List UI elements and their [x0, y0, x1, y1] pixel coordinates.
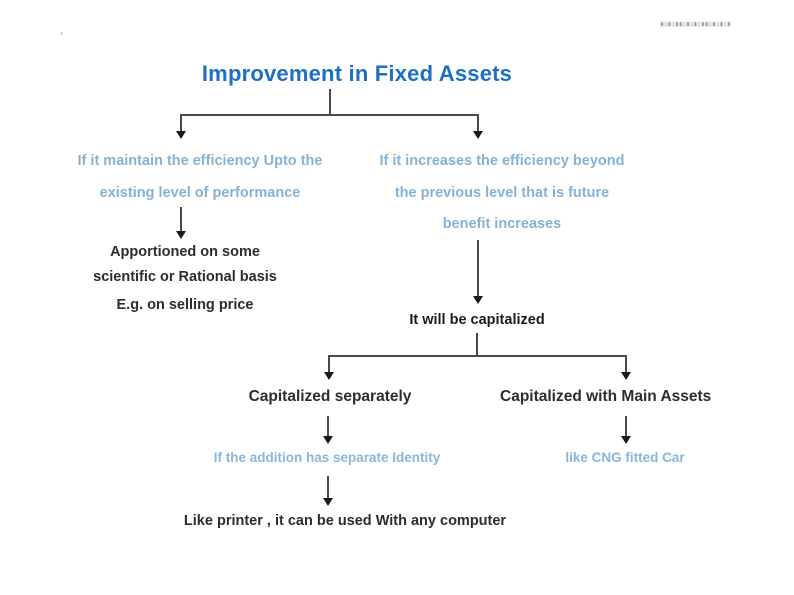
capitalized-outcome: It will be capitalized	[409, 312, 545, 328]
option-right-connector	[625, 416, 627, 438]
corner-dot-decoration	[60, 32, 63, 35]
left-outcome-line-2: scientific or Rational basis	[93, 269, 277, 285]
top-fork-left-arrowhead	[176, 131, 186, 139]
option-right-detail: like CNG fitted Car	[565, 450, 685, 465]
option-right-arrowhead	[621, 436, 631, 444]
top-fork-right-drop	[477, 114, 479, 133]
right-branch-arrowhead	[473, 296, 483, 304]
title-stem-connector	[329, 89, 331, 115]
top-fork-left-drop	[180, 114, 182, 133]
option-left-connector	[327, 416, 329, 438]
option-capitalized-with-main-assets: Capitalized with Main Assets	[500, 388, 712, 405]
example-arrowhead	[323, 498, 333, 506]
top-fork-right-arrowhead	[473, 131, 483, 139]
left-condition-line-1: If it maintain the efficiency Upto the	[77, 153, 323, 169]
option-capitalized-separately: Capitalized separately	[248, 388, 412, 405]
option-left-arrowhead	[323, 436, 333, 444]
capitalized-fork-left-arrowhead	[324, 372, 334, 380]
capitalized-fork-left-drop	[328, 355, 330, 374]
example-connector	[327, 476, 329, 500]
left-branch-arrowhead	[176, 231, 186, 239]
left-outcome-line-3: E.g. on selling price	[116, 297, 254, 313]
top-fork-bar	[180, 114, 479, 116]
right-condition-line-1: If it increases the efficiency beyond	[379, 153, 625, 169]
capitalized-stem-connector	[476, 333, 478, 356]
left-branch-connector	[180, 207, 182, 233]
capitalized-fork-right-drop	[625, 355, 627, 374]
right-condition-line-3: benefit increases	[442, 216, 562, 232]
right-condition-line-2: the previous level that is future	[394, 185, 610, 201]
capitalized-fork-bar	[328, 355, 626, 357]
option-left-example: Like printer , it can be used With any c…	[183, 513, 507, 529]
left-condition-line-2: existing level of performance	[99, 185, 301, 201]
degraded-text-artifact: ▮▯▮▯▮▮▯▮▯▮▯▮▮▯▮▯▮▯▮	[660, 21, 731, 29]
left-outcome-line-1: Apportioned on some	[110, 244, 260, 260]
right-branch-connector	[477, 240, 479, 298]
option-left-detail: If the addition has separate Identity	[213, 450, 441, 465]
diagram-title: Improvement in Fixed Assets	[201, 61, 513, 86]
capitalized-fork-right-arrowhead	[621, 372, 631, 380]
